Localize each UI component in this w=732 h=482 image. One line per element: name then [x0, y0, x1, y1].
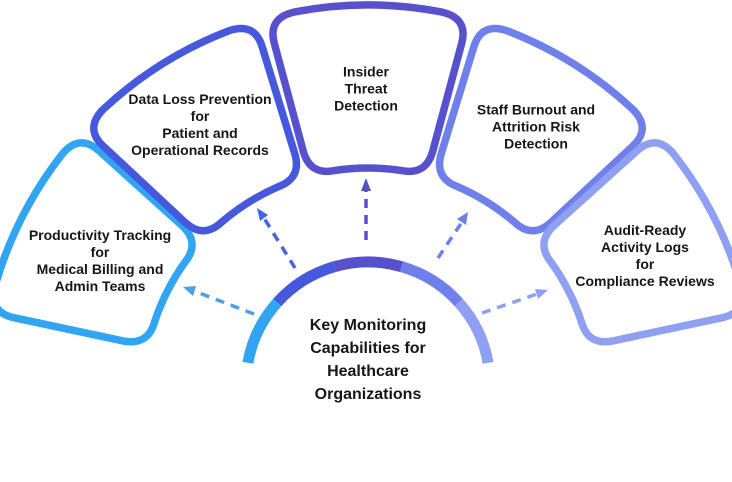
segment-productivity-tracking-shape	[0, 139, 196, 346]
segment-staff-burnout-shape	[435, 24, 646, 235]
segment-audit-ready-shape	[540, 139, 732, 346]
arrow-line-staff-burnout	[436, 221, 464, 259]
arrowhead-productivity-icon	[183, 286, 196, 296]
arrow-line-data-loss	[262, 217, 297, 269]
arrowhead-data-loss-icon	[257, 208, 268, 221]
arrowhead-insider-icon	[361, 178, 371, 191]
arrow-line-audit-ready	[481, 292, 538, 315]
center-ring-arc-data-loss	[273, 261, 337, 307]
arrowhead-staff-burnout-icon	[457, 212, 468, 225]
center-ring-arc-staff-burnout	[399, 261, 463, 307]
center-circle	[242, 258, 494, 482]
segment-data-loss-prevention-shape	[90, 24, 301, 235]
arrow-line-productivity	[193, 289, 255, 316]
segment-insider-threat-shape	[269, 1, 467, 176]
arrowhead-audit-ready-icon	[535, 289, 548, 299]
center-ring-arc-productivity	[242, 298, 282, 364]
center-ring-arc-insider	[332, 256, 404, 273]
center-ring-arc-audit-ready	[454, 298, 494, 364]
